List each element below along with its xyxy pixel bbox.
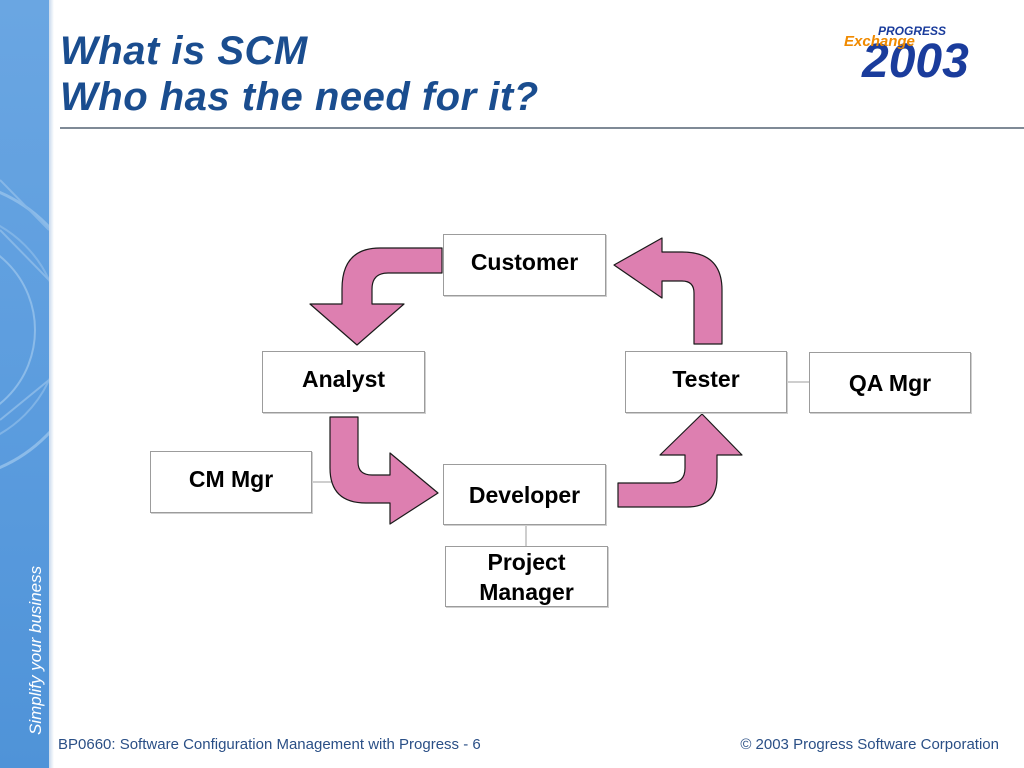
sidebar-edge bbox=[49, 0, 54, 768]
customer-box: Customer bbox=[443, 234, 606, 296]
watermark-decoration bbox=[0, 179, 49, 470]
tester-box: Tester bbox=[625, 351, 787, 413]
tester-label: Tester bbox=[672, 366, 740, 392]
cm-mgr-label: CM Mgr bbox=[188, 466, 274, 492]
developer-label: Developer bbox=[468, 481, 581, 508]
project-manager-box: Project Manager bbox=[445, 546, 608, 607]
title-divider bbox=[60, 127, 1024, 129]
analyst-box: Analyst bbox=[262, 351, 425, 413]
logo-exchange-text: Exchange bbox=[844, 33, 915, 50]
arrow-tester-to-customer bbox=[613, 237, 723, 345]
qa-mgr-label: QA Mgr bbox=[848, 369, 932, 396]
title-line-2: Who has the need for it? bbox=[60, 75, 539, 119]
footer-course-info: BP0660: Software Configuration Managemen… bbox=[58, 736, 481, 753]
analyst-label: Analyst bbox=[301, 366, 386, 392]
project-manager-label-line-1: Project bbox=[487, 548, 566, 575]
customer-label: Customer bbox=[470, 249, 579, 275]
developer-box: Developer bbox=[443, 464, 606, 525]
logo-progress-text: PROGRESS bbox=[878, 24, 947, 38]
title-line-1: What is SCM bbox=[60, 29, 308, 73]
project-manager-label-line-2: Manager bbox=[479, 578, 574, 605]
left-sidebar: Simplify your business bbox=[0, 0, 49, 768]
arrow-analyst-to-developer bbox=[329, 416, 439, 525]
footer-copyright: © 2003 Progress Software Corporation bbox=[740, 736, 999, 753]
arrow-customer-to-analyst bbox=[309, 247, 443, 346]
qa-mgr-box: QA Mgr bbox=[809, 352, 971, 413]
arrow-developer-to-tester bbox=[617, 413, 743, 508]
slide-title: What is SCM Who has the need for it? bbox=[60, 28, 539, 120]
cm-mgr-box: CM Mgr bbox=[150, 451, 312, 513]
progress-exchange-logo: PROGRESS 2003 Exchange bbox=[842, 22, 1012, 92]
logo-year-text: 2003 bbox=[862, 35, 969, 88]
